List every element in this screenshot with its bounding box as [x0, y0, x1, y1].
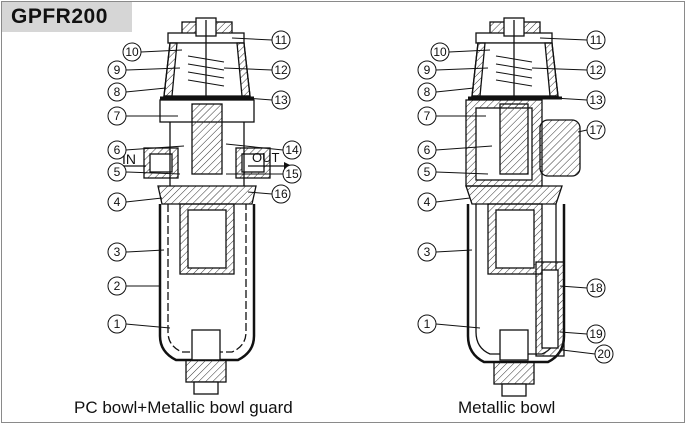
callout-16-left: 16: [247, 184, 291, 204]
callout-5-left: 5: [107, 162, 181, 182]
callout-14-left: 14: [225, 140, 302, 160]
callout-3-left: 3: [107, 242, 165, 262]
svg-text:3: 3: [424, 245, 431, 259]
callout-10-left: 10: [122, 42, 183, 62]
callout-12-right: 12: [531, 60, 606, 80]
svg-text:8: 8: [424, 85, 431, 99]
left-callouts-left: 10 9 8 7 6 5 4 3 2 1: [107, 42, 185, 334]
svg-text:10: 10: [125, 45, 139, 59]
right-unit-drawing: [465, 17, 581, 397]
svg-text:16: 16: [274, 187, 288, 201]
svg-text:6: 6: [114, 143, 121, 157]
callout-7-left: 7: [107, 106, 178, 126]
callout-1-right: 1: [417, 314, 481, 334]
callout-5-right: 5: [417, 162, 489, 182]
svg-text:9: 9: [114, 63, 121, 77]
left-unit-drawing: [143, 17, 271, 395]
callout-6-left: 6: [107, 140, 185, 160]
svg-text:8: 8: [114, 85, 121, 99]
callout-10-right: 10: [430, 42, 491, 62]
callout-7-right: 7: [417, 106, 486, 126]
right-caption: Metallic bowl: [458, 398, 556, 417]
svg-text:3: 3: [114, 245, 121, 259]
svg-text:9: 9: [424, 63, 431, 77]
svg-text:1: 1: [424, 317, 431, 331]
svg-text:11: 11: [590, 33, 603, 47]
svg-text:13: 13: [274, 93, 288, 107]
svg-text:14: 14: [285, 143, 299, 157]
left-callouts-right: 11 12 13 14 15 16: [223, 30, 302, 204]
svg-text:4: 4: [114, 195, 121, 209]
callout-17-right: 17: [577, 120, 606, 140]
svg-text:1: 1: [114, 317, 121, 331]
svg-text:13: 13: [589, 93, 603, 107]
right-callouts-right: 11 12 13 17 18 19 20: [531, 30, 614, 364]
callout-9-right: 9: [417, 60, 489, 80]
callout-15-left: 15: [226, 164, 302, 184]
model-title: GPFR200: [11, 5, 108, 28]
svg-text:7: 7: [114, 109, 121, 123]
callout-13-left: 13: [245, 90, 291, 110]
svg-text:4: 4: [424, 195, 431, 209]
svg-text:6: 6: [424, 143, 431, 157]
title-box: GPFR200: [2, 2, 132, 32]
svg-text:5: 5: [424, 165, 431, 179]
right-callouts-left: 10 9 8 7 6 5 4 3 1: [417, 42, 493, 334]
callout-3-right: 3: [417, 242, 473, 262]
port-in-label: IN: [122, 151, 136, 167]
callout-20-right: 20: [561, 344, 614, 364]
svg-text:18: 18: [589, 281, 603, 295]
svg-text:5: 5: [114, 165, 121, 179]
svg-text:17: 17: [589, 123, 603, 137]
callout-13-right: 13: [553, 90, 606, 110]
callout-12-left: 12: [223, 60, 291, 80]
svg-text:19: 19: [589, 327, 603, 341]
svg-text:12: 12: [274, 63, 288, 77]
callout-18-right: 18: [559, 278, 606, 298]
callout-11-right: 11: [539, 30, 606, 50]
callout-19-right: 19: [559, 324, 606, 344]
svg-text:11: 11: [275, 33, 288, 47]
callout-11-left: 11: [231, 30, 291, 50]
callout-1-left: 1: [107, 314, 171, 334]
svg-text:7: 7: [424, 109, 431, 123]
svg-text:15: 15: [285, 167, 299, 181]
callout-4-right: 4: [417, 192, 471, 212]
callout-9-left: 9: [107, 60, 181, 80]
left-caption: PC bowl+Metallic bowl guard: [74, 398, 293, 417]
svg-text:2: 2: [114, 279, 121, 293]
callout-4-left: 4: [107, 192, 163, 212]
callout-2-left: 2: [107, 276, 160, 296]
svg-text:10: 10: [433, 45, 447, 59]
port-out-label: OUT: [252, 150, 280, 165]
svg-text:20: 20: [597, 347, 611, 361]
svg-text:12: 12: [589, 63, 603, 77]
callout-6-right: 6: [417, 140, 493, 160]
callout-8-right: 8: [417, 82, 475, 102]
callout-8-left: 8: [107, 82, 167, 102]
